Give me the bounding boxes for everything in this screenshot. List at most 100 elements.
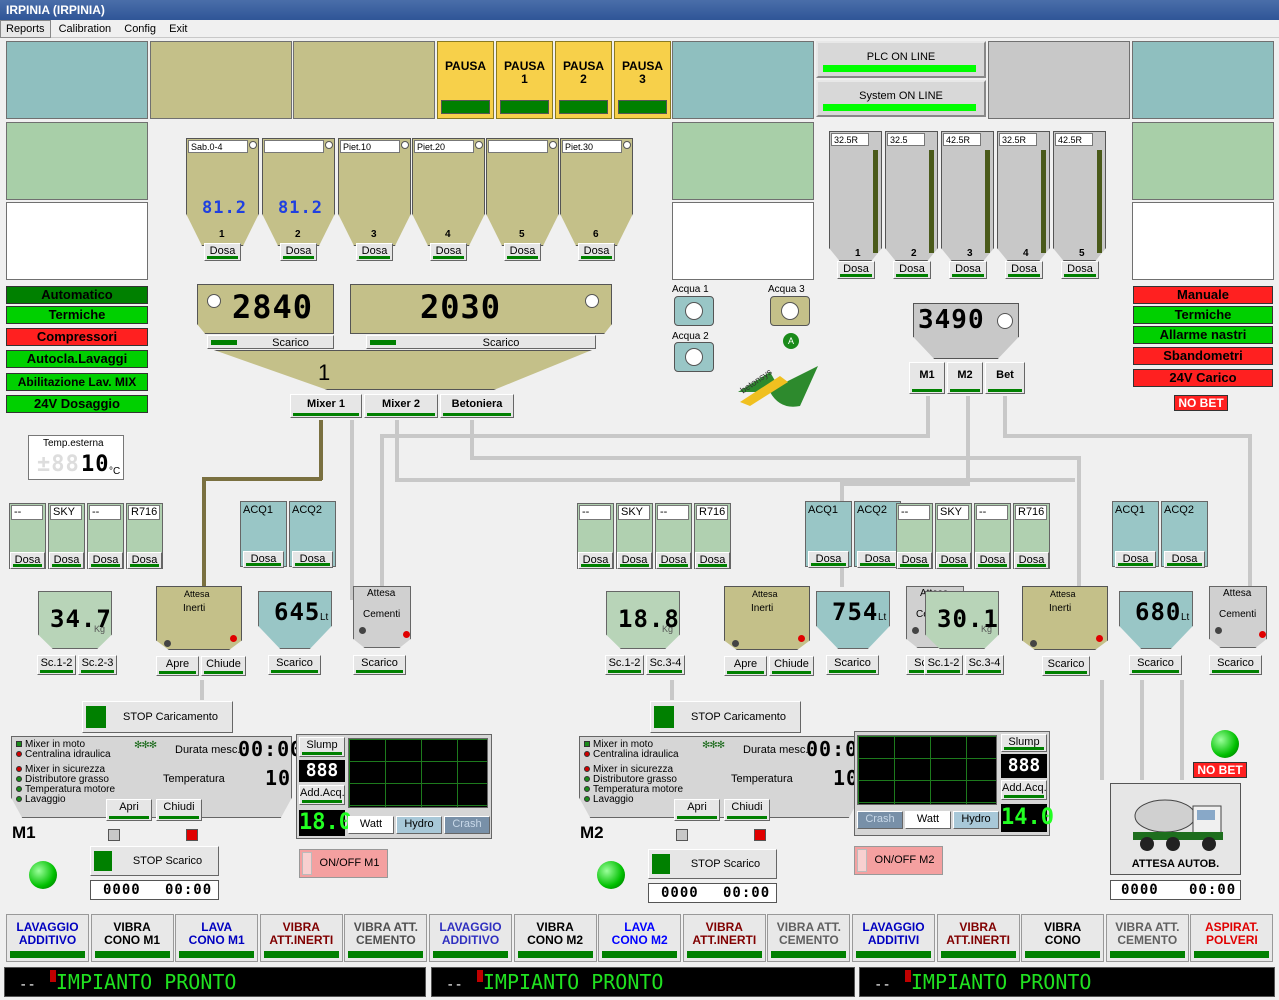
stop-scarico-button[interactable]: STOP Scarico: [90, 846, 219, 876]
aggregate-dosa-button[interactable]: Dosa: [280, 243, 317, 261]
bottom-action-button[interactable]: VIBRA ATT.CEMENTO: [344, 914, 428, 962]
additive-dosa-button[interactable]: Dosa: [936, 552, 971, 569]
additive-scale-button[interactable]: Sc.2-3: [78, 655, 117, 675]
additive-scale-button[interactable]: Sc.1-2: [37, 655, 76, 675]
mode-button-watt[interactable]: Watt: [348, 816, 394, 834]
additive-dosa-button[interactable]: Dosa: [897, 552, 932, 569]
onoff-button[interactable]: ON/OFF M2: [854, 846, 943, 875]
chiudi-button[interactable]: Chiudi: [724, 799, 770, 821]
chiudi-button[interactable]: Chiudi: [156, 799, 202, 821]
apri-button[interactable]: Apri: [674, 799, 720, 821]
bottom-action-button[interactable]: ASPIRAT.POLVERI: [1190, 914, 1274, 962]
stop-caricamento-button[interactable]: STOP Caricamento: [650, 701, 801, 733]
additive-dosa-button[interactable]: Dosa: [127, 552, 162, 569]
aggregate-dosa-button[interactable]: Dosa: [356, 243, 393, 261]
cementi-scarico-button[interactable]: Scarico: [353, 655, 406, 675]
water-dosa-button[interactable]: Dosa: [292, 551, 333, 568]
water-dosa-button[interactable]: Dosa: [1115, 551, 1156, 568]
water-dosa-button[interactable]: Dosa: [243, 551, 284, 568]
cementi-scarico-button[interactable]: Scarico: [1209, 655, 1262, 675]
additive-dosa-button[interactable]: Dosa: [10, 552, 45, 569]
cement-dosa-button[interactable]: Dosa: [837, 261, 875, 279]
additive-dosa-button[interactable]: Dosa: [695, 552, 730, 569]
cement-dosa-button[interactable]: Dosa: [1005, 261, 1043, 279]
cement-dosa-button[interactable]: Dosa: [893, 261, 931, 279]
apri-button[interactable]: Apri: [106, 799, 152, 821]
mode-button-crash[interactable]: Crash: [857, 811, 903, 829]
additive-dosa-button[interactable]: Dosa: [656, 552, 691, 569]
water-scarico-button[interactable]: Scarico: [1129, 655, 1182, 675]
aggregate-dosa-button[interactable]: Dosa: [204, 243, 241, 261]
menu-config[interactable]: Config: [124, 23, 157, 35]
cement-dosa-button[interactable]: Dosa: [949, 261, 987, 279]
menu-reports[interactable]: Reports: [0, 20, 51, 38]
additive-scale-button[interactable]: Sc.3-4: [965, 655, 1004, 675]
add-acq-button[interactable]: Add.Acq.: [1001, 780, 1047, 800]
slump-button[interactable]: Slump: [1001, 734, 1047, 752]
scale-2-scarico-button[interactable]: Scarico: [366, 335, 596, 349]
aggregate-dosa-button[interactable]: Dosa: [430, 243, 467, 261]
stop-caricamento-button[interactable]: STOP Caricamento: [82, 701, 233, 733]
cement-m1-button[interactable]: M1: [909, 362, 945, 394]
mode-button-hydro[interactable]: Hydro: [953, 811, 999, 829]
betoniera-button[interactable]: Betoniera: [440, 394, 514, 418]
cement-m2-button[interactable]: M2: [947, 362, 983, 394]
water-dosa-button[interactable]: Dosa: [857, 551, 898, 568]
cement-dosa-button[interactable]: Dosa: [1061, 261, 1099, 279]
water-1-valve[interactable]: [674, 296, 714, 326]
mixer-1-button[interactable]: Mixer 1: [290, 394, 362, 418]
aggregate-dosa-button[interactable]: Dosa: [504, 243, 541, 261]
inerti-button[interactable]: Chiude: [201, 656, 246, 676]
mode-button-watt[interactable]: Watt: [905, 811, 951, 829]
onoff-button[interactable]: ON/OFF M1: [299, 849, 388, 878]
bottom-action-button[interactable]: VIBRA ATT.CEMENTO: [1105, 914, 1189, 962]
aggregate-dosa-button[interactable]: Dosa: [578, 243, 615, 261]
additive-dosa-button[interactable]: Dosa: [975, 552, 1010, 569]
water-dosa-button[interactable]: Dosa: [1164, 551, 1205, 568]
mixer-2-button[interactable]: Mixer 2: [364, 394, 438, 418]
add-acq-button[interactable]: Add.Acq.: [299, 785, 345, 805]
bottom-action-button[interactable]: VIBRA ATT.CEMENTO: [767, 914, 851, 962]
menu-calibration[interactable]: Calibration: [58, 23, 112, 35]
pause-button[interactable]: PAUSA: [437, 41, 494, 119]
additive-dosa-button[interactable]: Dosa: [88, 552, 123, 569]
cement-bet-button[interactable]: Bet: [985, 362, 1025, 394]
water-dosa-button[interactable]: Dosa: [808, 551, 849, 568]
inerti-button[interactable]: Apre: [724, 656, 767, 676]
additive-scale-button[interactable]: Sc.1-2: [924, 655, 963, 675]
additive-dosa-button[interactable]: Dosa: [49, 552, 84, 569]
mode-button-crash[interactable]: Crash: [444, 816, 490, 834]
scale-1-scarico-button[interactable]: Scarico: [207, 335, 334, 349]
slump-button[interactable]: Slump: [299, 737, 345, 757]
menu-exit[interactable]: Exit: [169, 23, 188, 35]
additive-dosa-button[interactable]: Dosa: [1014, 552, 1049, 569]
water-scarico-button[interactable]: Scarico: [268, 655, 321, 675]
water-3-valve[interactable]: [770, 296, 810, 326]
water-scarico-button[interactable]: Scarico: [826, 655, 879, 675]
additive-dosa-button[interactable]: Dosa: [578, 552, 613, 569]
additive-scale-button[interactable]: Sc.3-4: [646, 655, 685, 675]
additive-dosa-button[interactable]: Dosa: [617, 552, 652, 569]
truck-panel[interactable]: ATTESA AUTOB.: [1110, 783, 1241, 875]
water-2-valve[interactable]: [674, 342, 714, 372]
stop-scarico-button[interactable]: STOP Scarico: [648, 849, 777, 879]
inerti-scarico-button[interactable]: Scarico: [1042, 656, 1090, 676]
additive-scale-button[interactable]: Sc.1-2: [605, 655, 644, 675]
inerti-button[interactable]: Chiude: [769, 656, 814, 676]
mode-button-hydro[interactable]: Hydro: [396, 816, 442, 834]
inerti-button[interactable]: Apre: [156, 656, 199, 676]
